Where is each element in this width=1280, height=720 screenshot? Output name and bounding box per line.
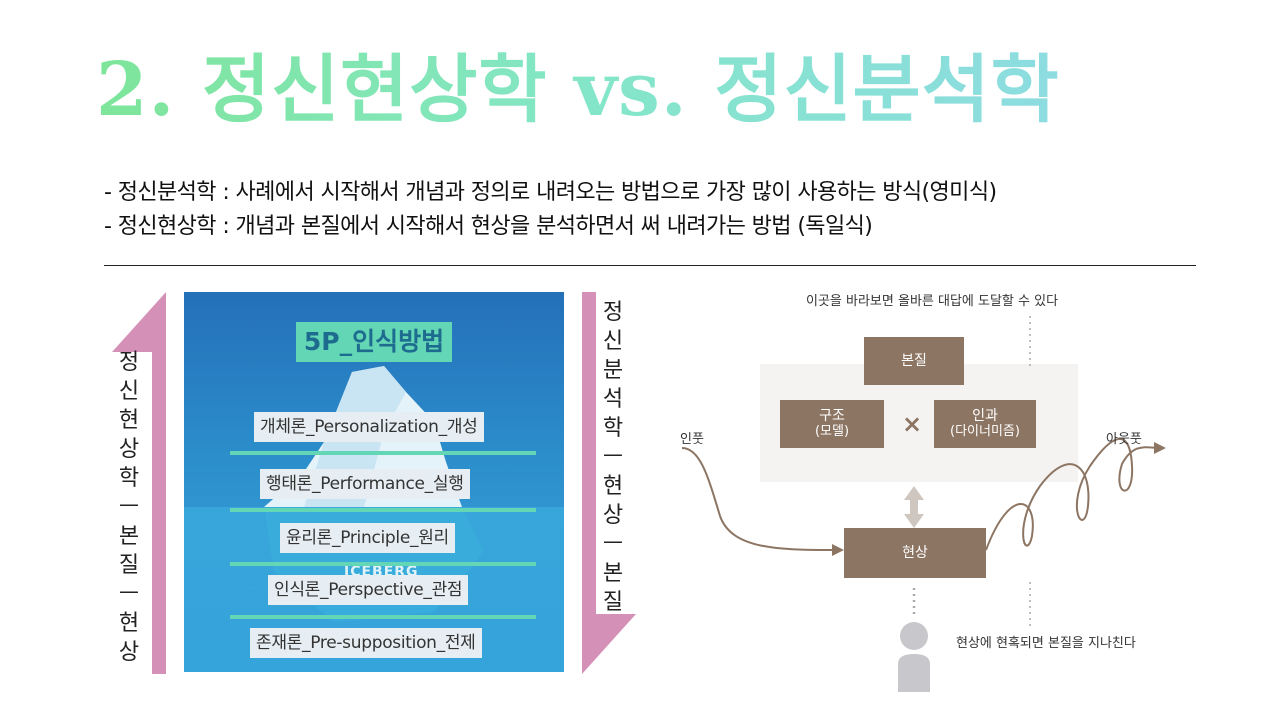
bottom-note: 현상에 현혹되면 본질을 지나친다 (956, 636, 1136, 651)
level-divider (230, 562, 536, 566)
level-perspective: 인식론_Perspective_관점 (268, 575, 469, 605)
level-performance: 행태론_Performance_실행 (260, 469, 470, 499)
bullet-phenomenology: - 정신현상학 : 개념과 본질에서 시작해서 현상을 분석하면서 써 내려가는… (104, 214, 873, 239)
left-up-arrow-bar (112, 292, 166, 674)
left-bar-text: 정신현상학ㅡ본질ㅡ현상 (118, 350, 140, 665)
structure-label: 구조 (819, 408, 845, 424)
right-down-arrow-bar (582, 292, 636, 674)
phenomenon-box: 현상 (844, 528, 986, 578)
cause-label: 인과 (972, 408, 998, 424)
level-divider (230, 508, 536, 512)
iceberg-title: 5P_인식방법 (296, 322, 452, 362)
cause-sublabel: (다이너미즘) (950, 424, 1020, 439)
iceberg-panel: 5P_인식방법 ICEBERG 개체론_Personalization_개성 행… (184, 292, 564, 672)
cause-box: 인과 (다이너미즘) (934, 400, 1036, 448)
divider-line (104, 265, 1196, 266)
level-divider (230, 451, 536, 455)
page-title: 2. 정신현상학 vs. 정신분석학 (96, 40, 1196, 140)
times-symbol: × (902, 410, 923, 438)
output-label: 아웃풋 (1106, 432, 1142, 447)
level-personalization: 개체론_Personalization_개성 (254, 412, 484, 442)
bullet-list: - 정신분석학 : 사례에서 시작해서 개념과 정의로 내려오는 방법으로 가장… (104, 176, 997, 244)
level-divider (230, 615, 536, 619)
structure-box: 구조 (모델) (780, 400, 884, 448)
top-note: 이곳을 바라보면 올바른 대답에 도달할 수 있다 (806, 294, 1059, 309)
input-label: 인풋 (680, 432, 704, 447)
structure-sublabel: (모델) (814, 424, 850, 439)
level-presupposition: 존재론_Pre-supposition_전제 (250, 628, 482, 658)
essence-box: 본질 (864, 337, 964, 385)
bullet-psychoanalysis: - 정신분석학 : 사례에서 시작해서 개념과 정의로 내려오는 방법으로 가장… (104, 180, 997, 205)
level-principle: 윤리론_Principle_원리 (280, 523, 455, 553)
right-bar-text: 정신분석학ㅡ현상ㅡ본질 (602, 300, 624, 615)
